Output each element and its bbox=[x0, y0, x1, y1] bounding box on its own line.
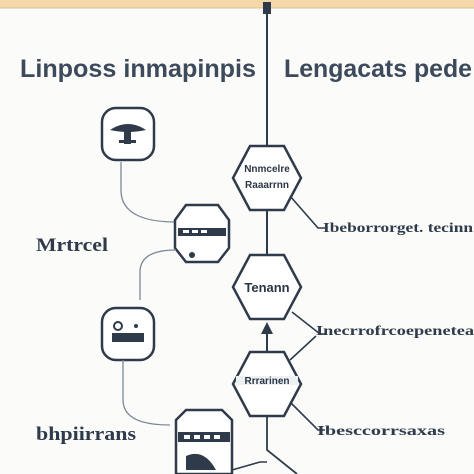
connector-bottom-left bbox=[231, 461, 267, 471]
side-label-upper: Mrtrcel bbox=[36, 235, 108, 256]
icon-node-lantern bbox=[173, 203, 231, 264]
shield-icon bbox=[184, 435, 220, 470]
hex-top-line2: Raaarrnn bbox=[245, 180, 289, 191]
hex-node-lower: Rrrarinen bbox=[231, 350, 303, 418]
spine-cap bbox=[263, 2, 271, 14]
connector-hex-mid-ann2 bbox=[291, 311, 327, 335]
annotation-2: Inecrrofrcoepenetea bbox=[316, 324, 474, 339]
heading-right: Lengacats pede bbox=[284, 55, 472, 83]
connector-device-bottom bbox=[122, 360, 171, 426]
hex-middle-label: Tenann bbox=[244, 280, 289, 295]
connector-hex-lower-bottom bbox=[266, 416, 298, 474]
top-band bbox=[0, 0, 474, 8]
annotation-3: Ibesccorrsaxas bbox=[317, 424, 446, 439]
side-label-lower: bhpiirrans bbox=[36, 424, 136, 445]
icon-node-device bbox=[100, 306, 156, 362]
connector-hat-lantern bbox=[120, 162, 177, 223]
hex-node-top: Nnmcelre Raaarrnn bbox=[231, 144, 303, 212]
hex-lower-label: Rrrarinen bbox=[244, 376, 289, 387]
annotation-1: Ibeborrorget. tecinn bbox=[323, 221, 473, 236]
connector-lantern-device bbox=[139, 249, 177, 300]
heading-left: Linposs inmapinpis bbox=[20, 55, 256, 83]
connector-lower-ann2 bbox=[289, 335, 317, 361]
icon-node-shield bbox=[174, 408, 234, 474]
hex-top-line1: Nnmcelre bbox=[244, 164, 290, 175]
hex-node-middle: Tenann bbox=[231, 253, 303, 321]
lantern-icon bbox=[183, 230, 207, 258]
hat-icon bbox=[110, 124, 146, 144]
icon-node-hat bbox=[100, 106, 156, 162]
connector-hex-top-ann1 bbox=[289, 195, 325, 229]
device-icon bbox=[112, 321, 144, 342]
connector-hex-lower-ann3 bbox=[289, 401, 325, 431]
arrow-up-icon bbox=[261, 322, 273, 352]
